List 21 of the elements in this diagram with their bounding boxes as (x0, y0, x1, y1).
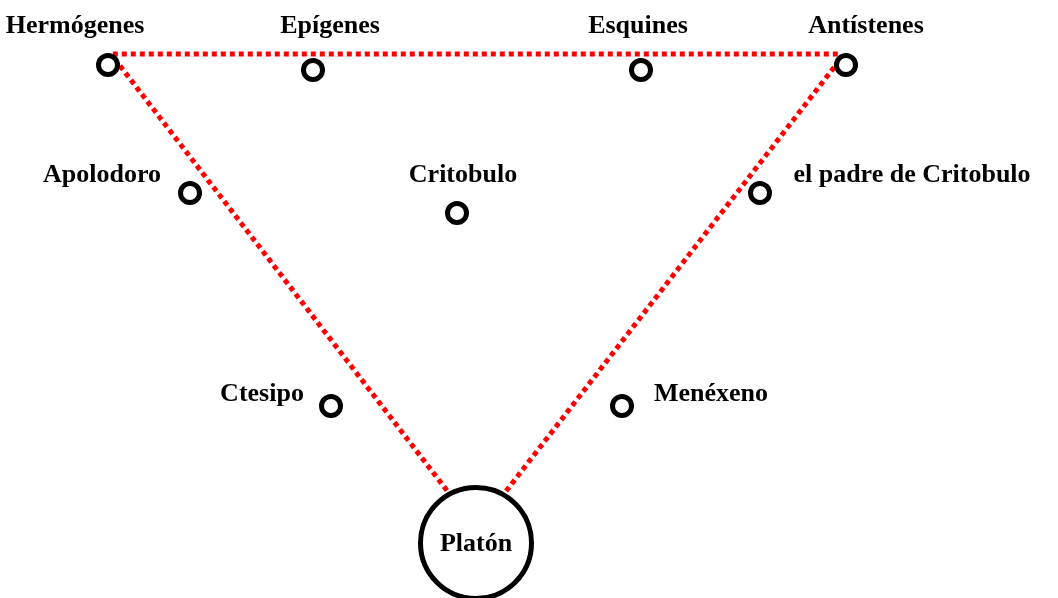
person-marker (610, 394, 634, 418)
person-marker (834, 53, 858, 77)
name-label: Ctesipo (220, 378, 304, 408)
name-label: Epígenes (280, 10, 380, 40)
person-marker (629, 58, 653, 82)
name-label: Menéxeno (653, 378, 769, 408)
name-label: Apolodoro (43, 159, 161, 189)
name-label: Critobulo (408, 159, 518, 189)
name-label: Hermógenes (5, 10, 145, 40)
name-label: el padre de Critobulo (793, 159, 1031, 189)
person-circle: Platón (418, 485, 534, 598)
name-label: Antístenes (808, 10, 924, 40)
person-marker (178, 181, 202, 205)
person-marker (96, 53, 120, 77)
person-marker (748, 181, 772, 205)
person-marker (445, 201, 469, 225)
person-marker (301, 58, 325, 82)
dotted-line (118, 64, 451, 494)
person-marker (319, 394, 343, 418)
name-label: Esquines (588, 10, 688, 40)
dotted-line (502, 65, 837, 495)
